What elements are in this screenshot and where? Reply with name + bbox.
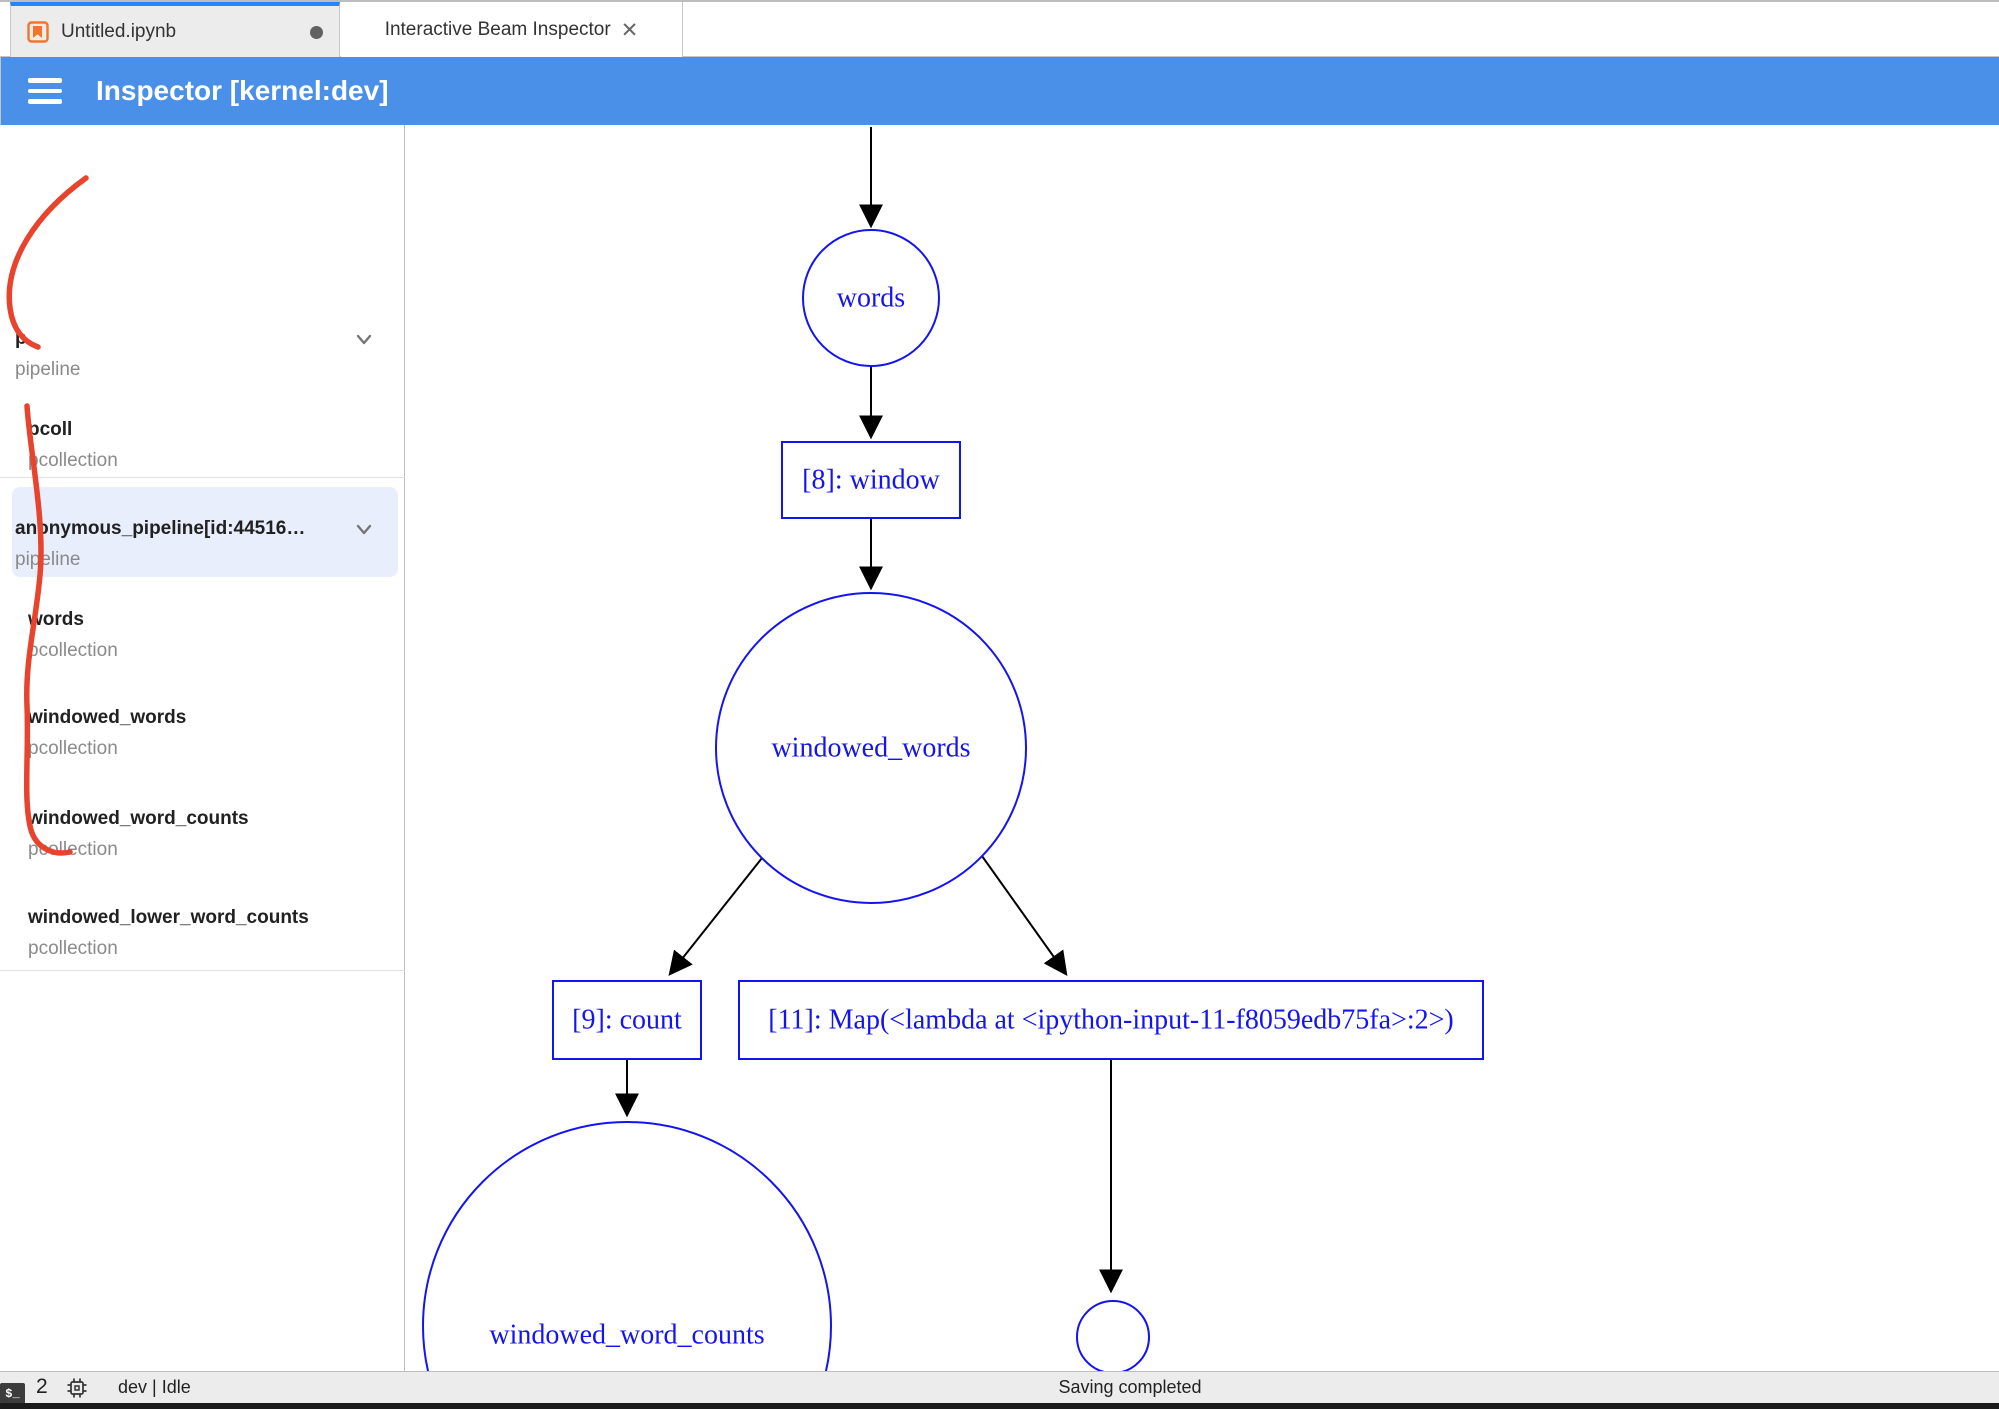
sidebar-item-pcoll[interactable]: pcoll pcollection bbox=[0, 417, 405, 474]
item-name: windowed_word_counts bbox=[28, 808, 249, 829]
item-type: pipeline bbox=[15, 359, 81, 380]
sidebar-item-words[interactable]: words pcollection bbox=[0, 607, 405, 664]
tab-notebook-label: Untitled.ipynb bbox=[61, 21, 177, 42]
item-type: pcollection bbox=[28, 450, 118, 471]
chevron-down-icon[interactable] bbox=[350, 515, 378, 543]
selected-row-highlight bbox=[12, 487, 398, 577]
tab-inspector[interactable]: Interactive Beam Inspector ✕ bbox=[341, 2, 683, 58]
save-status-message: Saving completed bbox=[1058, 1377, 1202, 1397]
unsaved-changes-dot bbox=[310, 25, 323, 39]
node-windowed-words-circle bbox=[715, 592, 1027, 904]
node-count-box bbox=[552, 980, 702, 1060]
node-words-label: words bbox=[837, 283, 905, 314]
sidebar-item-windowed-word-counts[interactable]: windowed_word_counts pcollection bbox=[0, 806, 405, 863]
item-name: pcoll bbox=[28, 419, 73, 440]
sidebar-divider bbox=[0, 477, 405, 478]
node-map-box bbox=[738, 980, 1484, 1060]
item-type: pcollection bbox=[28, 640, 118, 661]
edge-windowed-words-to-map bbox=[981, 855, 1068, 976]
item-name: p bbox=[15, 328, 27, 349]
kernel-chip-icon[interactable] bbox=[66, 1377, 88, 1399]
chevron-down-icon[interactable] bbox=[350, 325, 378, 353]
node-result-circle bbox=[1076, 1300, 1150, 1371]
node-window-box bbox=[781, 441, 961, 519]
terminal-icon[interactable]: $_ bbox=[0, 1383, 25, 1404]
node-window-label: [8]: window bbox=[802, 465, 940, 496]
dock-tab-bar: Untitled.ipynb Interactive Beam Inspecto… bbox=[0, 0, 1999, 58]
sidebar-list-bottom-border bbox=[0, 970, 405, 971]
item-name: anonymous_pipeline[id:44516… bbox=[15, 518, 306, 539]
item-type: pcollection bbox=[28, 938, 118, 959]
item-type: pcollection bbox=[28, 839, 118, 860]
terminal-count[interactable]: 2 bbox=[36, 1375, 48, 1398]
node-words-circle bbox=[802, 229, 940, 367]
edge-windowed-words-to-count bbox=[668, 857, 763, 976]
node-windowed-words-label: windowed_words bbox=[771, 733, 970, 764]
node-windowed-word-counts-label: windowed_word_counts bbox=[489, 1320, 764, 1351]
inspector-header: Inspector [kernel:dev] bbox=[0, 57, 1999, 125]
item-name: words bbox=[28, 609, 84, 630]
inspector-title: Inspector [kernel:dev] bbox=[96, 75, 389, 106]
tab-notebook[interactable]: Untitled.ipynb bbox=[10, 2, 340, 58]
sidebar-item-pipeline-p[interactable]: p pipeline bbox=[0, 326, 405, 383]
pipeline-dag: words [8]: window windowed_words [9]: co… bbox=[422, 127, 1484, 1371]
hamburger-menu-icon[interactable] bbox=[28, 78, 62, 104]
tab-inspector-label: Interactive Beam Inspector bbox=[384, 19, 611, 40]
node-windowed-word-counts-circle bbox=[422, 1121, 832, 1371]
node-count-label: [9]: count bbox=[572, 1005, 682, 1036]
status-bar: $_ 2 dev | Idle Saving completed bbox=[0, 1371, 1999, 1404]
kernel-status[interactable]: dev | Idle bbox=[118, 1377, 191, 1397]
close-icon[interactable]: ✕ bbox=[620, 18, 639, 42]
sidebar-item-windowed-words[interactable]: windowed_words pcollection bbox=[0, 705, 405, 762]
notebook-icon bbox=[27, 21, 49, 43]
item-name: windowed_lower_word_counts bbox=[28, 907, 309, 928]
sidebar-item-anonymous-pipeline[interactable]: anonymous_pipeline[id:44516… pipeline bbox=[0, 516, 405, 573]
pipeline-sidebar: p pipeline pcoll pcollection anonymous_p… bbox=[0, 125, 405, 1371]
window-bottom-edge bbox=[0, 1403, 1999, 1409]
node-map-label: [11]: Map(<lambda at <ipython-input-11-f… bbox=[768, 1005, 1453, 1036]
sidebar-item-windowed-lower-word-counts[interactable]: windowed_lower_word_counts pcollection bbox=[0, 905, 405, 962]
item-type: pcollection bbox=[28, 738, 118, 759]
item-type: pipeline bbox=[15, 549, 81, 570]
item-name: windowed_words bbox=[28, 707, 187, 728]
